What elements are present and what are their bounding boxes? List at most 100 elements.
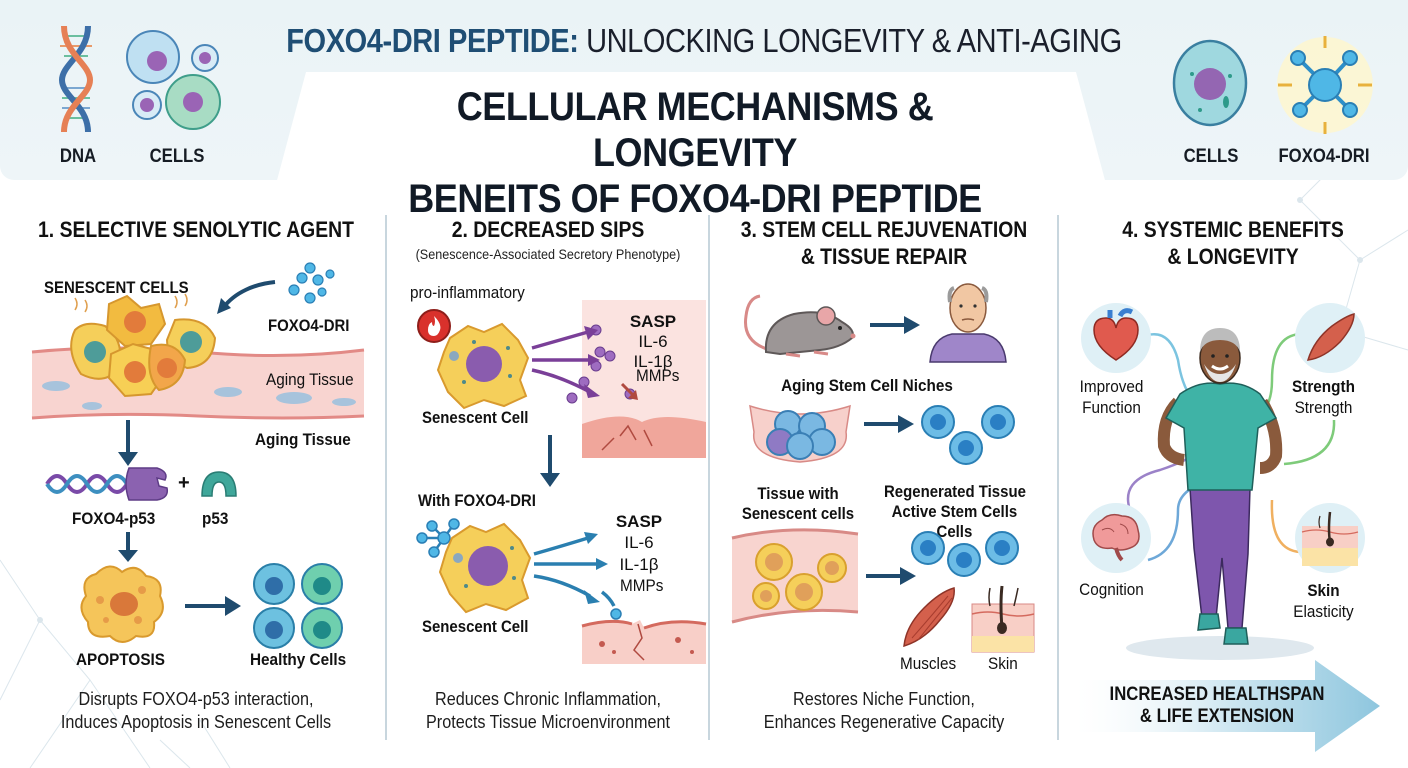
plus-sign: + [178, 472, 190, 494]
sasp-tissue-panel [566, 300, 706, 458]
senescent-cells-cluster-icon [70, 293, 217, 398]
section-3-caption-line2: Enhances Regenerative Capacity [763, 712, 1005, 732]
cells-label-right: CELLS [1183, 146, 1239, 167]
section-2-caption-line2: Protects Tissue Microenvironment [425, 712, 670, 732]
heart-icon [1081, 303, 1151, 373]
running-elderly-man-icon [1126, 328, 1314, 660]
senescent-tissue-icon [731, 528, 859, 624]
section-1-caption-line2: Induces Apoptosis in Senescent Cells [60, 712, 332, 732]
foxo4-p53-label: FOXO4-p53 [72, 509, 156, 528]
section-3-caption: Restores Niche Function, Enhances Regene… [731, 688, 1037, 734]
divider-2 [708, 215, 710, 740]
mmps-label-bottom: MMPs [620, 576, 664, 595]
curved-arrow-icon [217, 280, 276, 314]
regen-line1: Regenerated Tissue [884, 482, 1026, 501]
down-arrow-icon-s2 [540, 435, 560, 487]
main-title-line2: BENEITS OF FOXO4-DRI PEPTIDE [408, 177, 982, 221]
improved-function-line2: Function [1082, 398, 1141, 417]
mmps-label-top: MMPs [636, 366, 680, 385]
cells-label-left: CELLS [149, 146, 205, 167]
skin-elasticity-line1: Skin [1307, 581, 1340, 600]
dna-label: DNA [59, 146, 97, 167]
healthy-cells-icon [253, 563, 343, 649]
strength-label: Strength Strength [1274, 376, 1373, 418]
senescent-cell-label-top: Senescent Cell [422, 408, 529, 427]
foxo4-dri-label-header: FOXO4-DRI [1278, 146, 1370, 167]
cell-icon [1172, 39, 1248, 127]
senescent-cell-label-bottom: Senescent Cell [422, 617, 529, 636]
right-arrow-icon-s3c [866, 567, 916, 585]
healthy-cells-label: Healthy Cells [250, 650, 347, 669]
damaged-tissue-icon [581, 619, 707, 664]
il1b-label-bottom: IL-1β [619, 555, 659, 574]
section-4-title-line2: & LONGEVITY [1167, 244, 1299, 269]
down-arrow-icon [118, 420, 138, 466]
tissue-with-line2: Senescent cells [741, 504, 855, 523]
foxo4-dri-particles-icon [288, 262, 335, 304]
section-1-caption-line1: Disrupts FOXO4-p53 interaction, [78, 689, 314, 709]
cognition-label: Cognition [1079, 580, 1144, 599]
teal-arrows-icon [533, 532, 622, 620]
section-3-title-line1: 3. STEM CELL REJUVENATION [740, 217, 1028, 242]
section-2-title: 2. DECREASED SIPS [451, 217, 645, 242]
down-arrow-icon-2 [118, 532, 138, 562]
foxo4-dri-label-s1: FOXO4-DRI [268, 316, 350, 335]
aging-tissue-label-inner: Aging Tissue [266, 370, 354, 389]
section-1-title: 1. SELECTIVE SENOLYTIC AGENT [38, 217, 354, 242]
section-2-caption: Reduces Chronic Inflammation, Protects T… [408, 688, 689, 734]
main-title: CELLULAR MECHANISMS & LONGEVITY BENEITS … [367, 84, 1024, 222]
il1b-label-top: IL-1β [633, 352, 673, 371]
fire-icon [417, 309, 451, 343]
divider-3 [1057, 215, 1059, 740]
p53-protein-icon [201, 471, 237, 497]
top-title-rest: UNLOCKING LONGEVITY & ANTI-AGING [578, 22, 1122, 59]
banner-line1: INCREASED HEALTHSPAN [1109, 684, 1325, 705]
top-title: FOXO4-DRI PEPTIDE: UNLOCKING LONGEVITY &… [84, 22, 1323, 60]
elderly-person-icon [929, 283, 1007, 363]
apoptosis-cell-icon [80, 565, 164, 643]
skin-elasticity-line2: Elasticity [1293, 602, 1354, 621]
brain-icon [1081, 503, 1151, 573]
muscle-icon [903, 587, 955, 648]
skin-icon [971, 585, 1035, 653]
p53-label: p53 [202, 509, 229, 528]
molecule-icon [1277, 36, 1373, 134]
section-4-title: 4. SYSTEMIC BENEFITS & LONGEVITY [1083, 216, 1384, 270]
active-stem-cells-icon [921, 405, 1015, 465]
divider-1 [385, 215, 387, 740]
strength-line1: Strength [1292, 377, 1355, 396]
il6-label-top: IL-6 [638, 332, 668, 351]
banner-line2: & LIFE EXTENSION [1139, 706, 1295, 727]
aging-tissue-label-outer: Aging Tissue [255, 430, 351, 449]
tissue-with-senescent-label: Tissue with Senescent cells [732, 484, 864, 524]
section-3-title-line2: & TISSUE REPAIR [800, 244, 968, 269]
dna-icon [58, 25, 94, 133]
muscle-benefit-icon [1295, 303, 1365, 373]
section-2-caption-line1: Reduces Chronic Inflammation, [434, 689, 662, 709]
regen-line3: Cells [936, 522, 973, 541]
section-4-title-line1: 4. SYSTEMIC BENEFITS [1122, 217, 1344, 242]
section-1-caption: Disrupts FOXO4-p53 interaction, Induces … [29, 688, 364, 734]
section-2-subtitle: (Senescence-Associated Secretory Phenoty… [415, 246, 681, 262]
purple-arrows-icon [531, 326, 600, 398]
with-foxo4-dri-label: With FOXO4-DRI [418, 491, 536, 510]
skin-label: Skin [988, 654, 1018, 673]
foxo4-p53-complex-icon [45, 467, 169, 501]
aging-stem-cell-niches-label: Aging Stem Cell Niches [781, 376, 953, 395]
sasp-label-bottom: SASP [615, 512, 663, 531]
sasp-label-top: SASP [629, 312, 677, 331]
senescent-cell-icon-bottom [438, 522, 532, 614]
senescent-cell-icon-top [436, 322, 530, 410]
strength-line2: Strength [1294, 398, 1353, 417]
senescent-cells-label: SENESCENT CELLS [44, 278, 189, 297]
cells-icon [126, 30, 221, 130]
title-panel [276, 72, 1106, 184]
top-title-highlight: FOXO4-DRI PEPTIDE: [286, 22, 579, 59]
improved-function-line1: Improved [1079, 377, 1144, 396]
right-arrow-icon-s3a [870, 316, 920, 334]
regen-line2: Active Stem Cells [891, 502, 1018, 521]
tissue-with-line1: Tissue with [757, 484, 839, 503]
skin-benefit-icon [1295, 503, 1365, 573]
main-title-line1: CELLULAR MECHANISMS & LONGEVITY [456, 85, 934, 175]
right-arrow-icon [185, 596, 241, 616]
